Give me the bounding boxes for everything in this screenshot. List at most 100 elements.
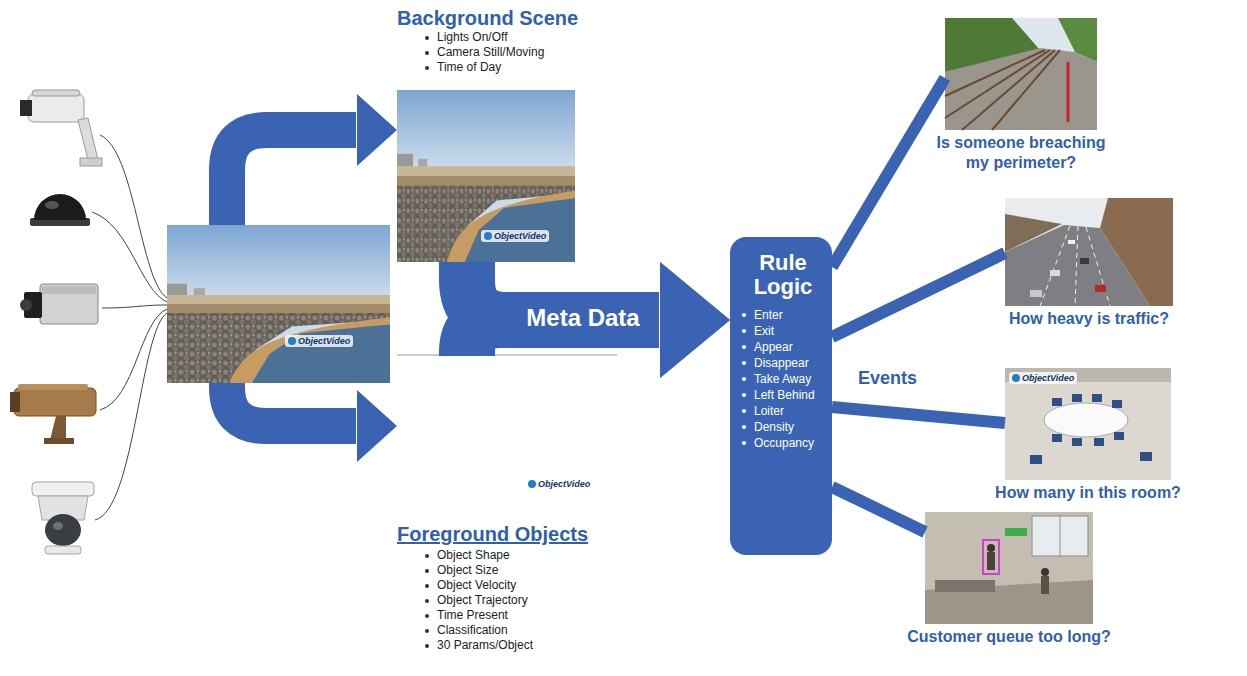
office-image (925, 512, 1093, 624)
bullet-item: Object Shape (425, 548, 533, 563)
background-image (397, 90, 575, 262)
bullet-item: Lights On/Off (425, 30, 544, 45)
bullet-text: Time Present (437, 608, 508, 623)
perimeter-event-frame: Is someone breaching my perimeter? (945, 18, 1097, 130)
queue-event-frame: Customer queue too long? (925, 512, 1093, 624)
connector-label: Meta Data (522, 304, 643, 332)
arrow-head (357, 390, 397, 462)
rule-logic-box: Rule LogicEnterExitAppearDisappearTake A… (730, 237, 832, 555)
arrow-head (660, 262, 730, 378)
bullet-text: Appear (754, 339, 793, 355)
bullet-text: Lights On/Off (437, 30, 507, 45)
watermark-text: ObjectVideo (298, 336, 350, 346)
outdoor-camera-housing (10, 384, 96, 444)
watermark: ObjectVideo (525, 478, 593, 490)
bullet-item: Disappear (742, 355, 824, 371)
bullet-text: Take Away (754, 371, 811, 387)
bullet-item: Loiter (742, 403, 824, 419)
flow-connector (227, 383, 397, 462)
bullet-text: Camera Still/Moving (437, 45, 544, 60)
bullet-dot (425, 584, 429, 588)
bullet-dot (742, 425, 746, 429)
bullet-item: Time Present (425, 608, 533, 623)
bullet-list: EnterExitAppearDisappearTake AwayLeft Be… (742, 307, 824, 451)
input-video-frame: ObjectVideo (167, 225, 390, 383)
bullet-item: Enter (742, 307, 824, 323)
bullet-text: Left Behind (754, 387, 815, 403)
logo-dot (1012, 374, 1020, 382)
logo-dot (528, 480, 536, 488)
watermark: ObjectVideo (285, 335, 353, 347)
bullet-dot (742, 361, 746, 365)
connector-line (832, 407, 1005, 423)
background-scene-panel: Background SceneLights On/OffCamera Stil… (397, 90, 575, 262)
bullet-dot (425, 569, 429, 573)
camera-wires (92, 135, 167, 520)
watermark-text: ObjectVideo (494, 231, 546, 241)
highway-image (1005, 198, 1173, 306)
event-caption: How many in this room? (975, 483, 1201, 503)
room-image (1005, 368, 1171, 480)
bullet-text: Exit (754, 323, 774, 339)
traffic-event-frame: How heavy is traffic? (1005, 198, 1173, 306)
bullet-dot (742, 313, 746, 317)
connector-line (227, 383, 356, 426)
bullet-text: 30 Params/Object (437, 638, 533, 653)
panel-heading: Background Scene (397, 6, 578, 30)
events-label: Events (858, 368, 917, 389)
event-caption: How heavy is traffic? (975, 309, 1203, 329)
bullet-text: Occupancy (754, 435, 814, 451)
bullet-text: Object Shape (437, 548, 510, 563)
bullet-dot (425, 629, 429, 633)
flow-connector (467, 262, 730, 378)
connector-line (832, 78, 945, 267)
bullet-item: Object Size (425, 563, 533, 578)
watermark: ObjectVideo (1009, 372, 1077, 384)
watermark: ObjectVideo (481, 230, 549, 242)
flow-connector (467, 262, 730, 378)
bullet-text: Classification (437, 623, 508, 638)
bullet-text: Object Trajectory (437, 593, 528, 608)
input-video-image (167, 225, 390, 383)
bullet-item: Time of Day (425, 60, 544, 75)
bullet-text: Object Velocity (437, 578, 516, 593)
bullet-dot (425, 66, 429, 70)
bullet-text: Time of Day (437, 60, 501, 75)
mini-dome-camera (32, 482, 94, 554)
bullet-item: Left Behind (742, 387, 824, 403)
event-caption: Is someone breaching my perimeter? (930, 133, 1112, 173)
bullet-text: Loiter (754, 403, 784, 419)
bullet-text: Enter (754, 307, 783, 323)
bullet-dot (742, 329, 746, 333)
connector-line (832, 253, 1005, 337)
connector-line (832, 487, 925, 532)
bullet-item: Density (742, 419, 824, 435)
bullet-list: Object ShapeObject SizeObject VelocityOb… (425, 548, 533, 653)
arrow-head (660, 262, 730, 378)
separator-line (397, 355, 617, 356)
bullet-dot (425, 599, 429, 603)
logo-dot (288, 337, 296, 345)
room-event-frame: ObjectVideoHow many in this room? (1005, 368, 1171, 480)
flow-connector (832, 487, 925, 532)
bullet-dot (742, 345, 746, 349)
bullet-text: Disappear (754, 355, 809, 371)
watermark-text: ObjectVideo (1022, 373, 1074, 383)
flow-connector (832, 78, 945, 267)
logo-dot (484, 232, 492, 240)
panel-heading: Foreground Objects (397, 522, 588, 546)
bullet-list: Lights On/OffCamera Still/MovingTime of … (425, 30, 544, 75)
bullet-text: Object Size (437, 563, 498, 578)
bullet-text: Density (754, 419, 794, 435)
bullet-dot (742, 409, 746, 413)
watermark-text: ObjectVideo (538, 479, 590, 489)
flow-connector (227, 94, 397, 225)
arrow-head (357, 94, 397, 166)
connector-line (227, 130, 356, 225)
bullet-dot (425, 51, 429, 55)
bullet-item: Camera Still/Moving (425, 45, 544, 60)
dome-camera (30, 194, 90, 226)
flow-connector (832, 407, 1005, 423)
